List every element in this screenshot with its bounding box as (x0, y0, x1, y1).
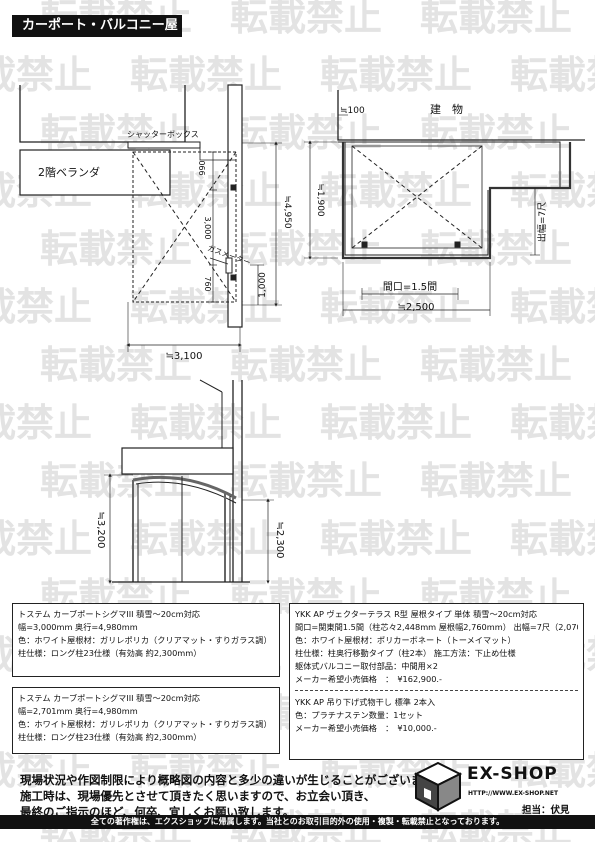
watermark-text: 転載禁止 (40, 227, 192, 271)
spec-line: YKK AP ヴェクターテラス R型 屋根タイプ 単体 積雪～20cm対応 (295, 609, 537, 619)
terrace-roof-outline (341, 142, 572, 260)
watermark-text: 転載禁止 (420, 459, 572, 503)
dim-height-3200: ≒3,200 (95, 511, 106, 548)
notice-line: 施工時は、現場優先とさせて頂きたく思いますので、お立会い頂き、 (20, 789, 376, 803)
watermark-text: 転載禁止 (320, 285, 472, 329)
dim-990: 990 (198, 160, 207, 175)
terrace-post (361, 241, 368, 248)
watermark-text: 転載禁止 (510, 169, 595, 213)
veranda-label: 2階ベランダ (38, 165, 100, 179)
elevation-curved-roof (132, 475, 237, 500)
dim-760: 760 (203, 276, 212, 291)
dim-3000: 3,000 (203, 217, 212, 240)
watermark-text: 転載禁止 (130, 749, 282, 793)
spec-line: 柱仕様：ロング柱23仕様（有効高 約2,300mm） (18, 732, 202, 742)
watermark-text: 転載禁止 (230, 227, 382, 271)
site-notice: 現場状況や作図制限により概略図の内容と多少の違いが生じることがございます。 施工… (20, 772, 444, 820)
watermark-text: 転載禁止 (40, 343, 192, 387)
spec-line: 柱仕様：柱奥行移動タイプ（柱2本） 施工方法：下止め仕様 (295, 648, 516, 658)
dim-total-4950: ≒4,950 (282, 195, 292, 229)
spec-line: 色：ホワイト屋根材：ガリレポリカ（クリアマット・すりガラス調） (18, 635, 272, 645)
staff-name: 担当：伏見 (522, 805, 570, 816)
watermark-text: 転載禁止 (320, 517, 472, 561)
brand-name: EX-SHOP (467, 764, 558, 784)
spec-line: トステム カーブポートシグマIII 積雪～20cm対応 (18, 609, 200, 619)
watermark-text: 転載禁止 (0, 285, 92, 329)
watermark-text: 転載禁止 (0, 53, 92, 97)
notice-line: 現場状況や作図制限により概略図の内容と多少の違いが生じることがございます。 (20, 773, 445, 787)
spec-line: 幅=2,701mm 奥行=4,980mm (18, 706, 138, 716)
watermark-text: 転載禁止 (230, 111, 382, 155)
watermark-text: 転載禁止 (510, 285, 595, 329)
watermark-text: 転載禁止 (320, 53, 472, 97)
spec-line: 色：ホワイト屋根材：ガリレポリカ（クリアマット・すりガラス調） (18, 719, 272, 729)
watermark-text: 転載禁止 (510, 517, 595, 561)
spec-carport-2: トステム カーブポートシグマIII 積雪～20cm対応 幅=2,701mm 奥行… (12, 687, 280, 754)
watermark-text: 転載禁止 (0, 749, 92, 793)
watermark-text: 転載禁止 (420, 111, 572, 155)
terrace-post (454, 241, 461, 248)
building-wall-right (337, 90, 585, 141)
carport-diagonal-a (132, 151, 237, 303)
balcony-veranda (19, 149, 171, 196)
dim-projection-7shaku: 出幅=7尺 (536, 202, 548, 242)
building-wall-left (19, 85, 186, 143)
elevation-balcony (121, 447, 234, 475)
spec-price: メーカー希望小売価格 ： ¥10,000.- (295, 723, 437, 733)
spec-line: 色：プラチナステン数量：1セット (295, 710, 424, 720)
shutter-box (127, 141, 201, 149)
wall-strip (227, 84, 243, 328)
shutter-box-label: シャッターボックス (127, 130, 199, 139)
spec-line: 幅=3,000mm 奥行=4,980mm (18, 622, 138, 632)
spec-terrace-and-dryer: YKK AP ヴェクターテラス R型 屋根タイプ 単体 積雪～20cm対応 間口… (289, 603, 584, 760)
gas-meter (225, 257, 233, 274)
watermark-text: 転載禁止 (230, 343, 382, 387)
building-label: 建 物 (430, 102, 463, 116)
watermark-text: 転載禁止 (130, 285, 282, 329)
divider (295, 690, 578, 691)
page-title: カーポート・バルコニー屋根 (12, 15, 182, 55)
spec-line: 躯体式バルコニー取付部品：中間用×2 (295, 661, 438, 671)
dim-clear-2300: ≒2,300 (274, 521, 285, 558)
watermark-text: 転載禁止 (510, 53, 595, 97)
spec-carport-1: トステム カーブポートシグマIII 積雪～20cm対応 幅=3,000mm 奥行… (12, 603, 280, 677)
carport-post (230, 274, 237, 281)
terrace-inner (351, 145, 483, 249)
carport-outline-left (132, 151, 237, 303)
spec-line: YKK AP 吊り下げ式物干し 標準 2本入 (295, 697, 436, 707)
watermark-text: 転載禁止 (230, 459, 382, 503)
watermark-text: 転載禁止 (0, 401, 92, 445)
watermark-text: 転載禁止 (130, 401, 282, 445)
dim-depth-1900: ≒1,900 (315, 183, 325, 217)
watermark-text: 転載禁止 (130, 53, 282, 97)
spec-line: 柱仕様：ロング柱23仕様（有効高 約2,300mm） (18, 648, 202, 658)
dim-1000: 1,000 (258, 272, 268, 298)
dim-width-2500: ≒2,500 (397, 302, 434, 313)
watermark-text: 転載禁止 (510, 401, 595, 445)
plan-left (19, 84, 282, 352)
watermark-text: 転載禁止 (230, 0, 382, 39)
copyright-footer: 全ての著作権は、エクスショップに帰属します。当社とのお取引目的外の使用・複製・転… (0, 815, 595, 829)
plan-right (304, 90, 585, 316)
watermark-text: 転載禁止 (420, 227, 572, 271)
watermark-text: 転載禁止 (320, 401, 472, 445)
elevation-view (104, 379, 274, 584)
cube-logo-icon (413, 761, 463, 812)
spec-price: メーカー希望小売価格 ： ¥162,900.- (295, 674, 442, 684)
watermark-text: 転載禁止 (0, 517, 92, 561)
watermark-text: 転載禁止 (420, 0, 572, 39)
spec-line: 間口=関東間1.5間（柱芯々2,448mm 屋根幅2,760mm） 出幅=7尺（… (295, 622, 578, 632)
watermark-text: 転載禁止 (420, 343, 572, 387)
spec-line: 色：ホワイト屋根材：ポリカーボネート（トーメイマット） (295, 635, 516, 645)
exshop-logo: EX-SHOP HTTP://WWW.EX-SHOP.NET 担当：伏見 (412, 760, 592, 820)
watermark-text: 転載禁止 (130, 517, 282, 561)
dim-opening: 間口=1.5間 (383, 281, 437, 293)
brand-url: HTTP://WWW.EX-SHOP.NET (468, 790, 559, 797)
dim-offset-100: ≒100 (340, 106, 365, 116)
carport-post (230, 184, 237, 191)
spec-line: トステム カーブポートシグマIII 積雪～20cm対応 (18, 693, 200, 703)
dim-width-3100: ≒3,100 (165, 351, 202, 362)
carport-diagonal-b (132, 151, 237, 303)
